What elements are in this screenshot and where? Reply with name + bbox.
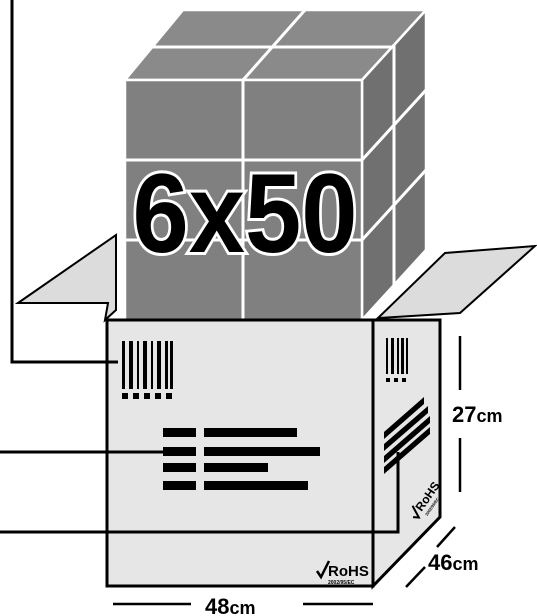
callout-line-side bbox=[0, 452, 400, 534]
left-flap bbox=[14, 233, 117, 323]
svg-text:48cm: 48cm bbox=[205, 594, 256, 616]
quantity-label: 6x50 bbox=[133, 151, 358, 276]
dimension-width: 48cm bbox=[113, 594, 373, 616]
label-text-lines bbox=[163, 428, 320, 490]
height-unit: cm bbox=[476, 406, 502, 426]
barcode-icon bbox=[122, 341, 173, 399]
height-value: 27 bbox=[452, 402, 476, 427]
depth-unit: cm bbox=[452, 554, 478, 574]
svg-text:27cm: 27cm bbox=[452, 402, 503, 427]
side-barcode-icon bbox=[386, 338, 408, 382]
width-value: 48 bbox=[205, 594, 229, 616]
dimension-height: 27cm bbox=[452, 336, 503, 492]
svg-text:2002/95/EC: 2002/95/EC bbox=[328, 580, 355, 586]
callout-line-barcode bbox=[10, 0, 118, 364]
side-label-lines bbox=[384, 397, 430, 474]
inner-units-stack bbox=[122, 6, 429, 324]
rohs-mark: RoHS 2002/95/EC bbox=[315, 560, 369, 586]
width-unit: cm bbox=[229, 598, 255, 616]
svg-text:46cm: 46cm bbox=[428, 550, 479, 575]
svg-text:RoHS: RoHS bbox=[328, 563, 369, 580]
right-flap bbox=[375, 244, 537, 320]
dimension-depth: 46cm bbox=[405, 526, 479, 588]
depth-value: 46 bbox=[428, 550, 452, 575]
